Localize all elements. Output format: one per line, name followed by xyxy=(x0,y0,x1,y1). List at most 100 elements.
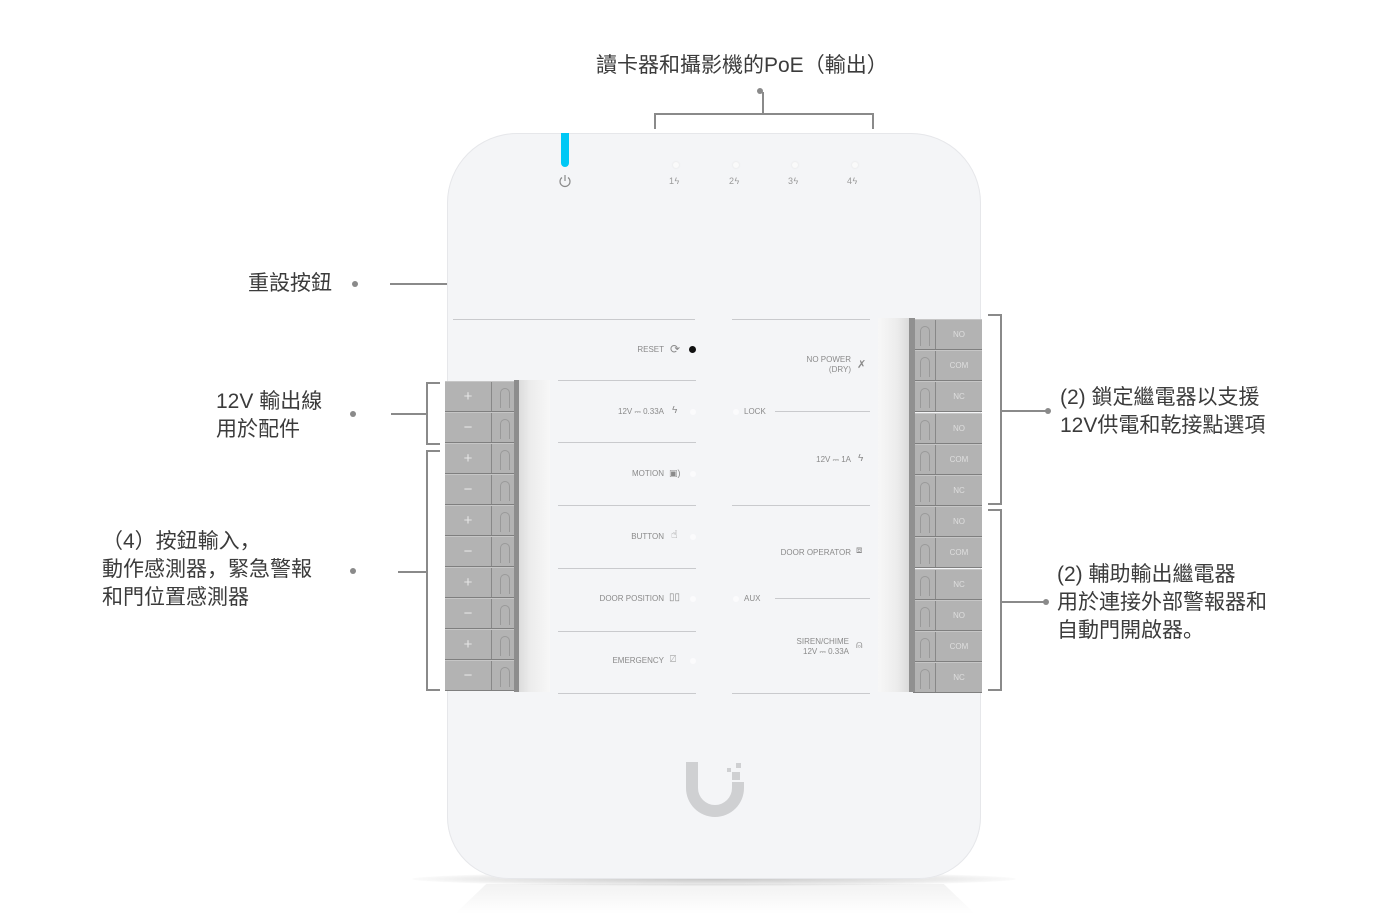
lever-clip-icon xyxy=(920,606,930,627)
lever-clip-icon xyxy=(500,543,510,563)
lever-clip-icon xyxy=(920,669,930,690)
panel-divider xyxy=(558,693,696,694)
terminal-relay-label: NO xyxy=(953,423,965,433)
terminal-release-lever[interactable] xyxy=(913,569,936,599)
terminal-relay-nc[interactable]: NC xyxy=(913,475,982,506)
terminal-polarity-label: + xyxy=(463,388,473,405)
poe-port-1-led xyxy=(673,162,679,168)
lever-clip-icon xyxy=(920,326,930,346)
port-led xyxy=(690,534,696,540)
port-label-lock-power: 12V ⎓ 1A xyxy=(816,455,851,464)
lever-clip-icon xyxy=(920,513,930,534)
reset-button[interactable] xyxy=(689,346,696,353)
terminal-relay-label: NC xyxy=(953,673,965,683)
right-terminal-recess xyxy=(878,318,910,692)
terminal-relay-label: NC xyxy=(953,486,965,495)
device-reflection xyxy=(455,884,975,914)
terminal-positive[interactable]: + xyxy=(445,443,518,474)
terminal-release-lever[interactable] xyxy=(913,413,936,443)
terminal-relay-no[interactable]: NO xyxy=(913,599,982,631)
terminal-relay-no[interactable]: NO xyxy=(913,412,982,444)
terminal-block-edge xyxy=(514,380,519,692)
motion-sensor-icon: ▣) xyxy=(669,468,681,478)
callout-aux-dot xyxy=(1043,599,1049,605)
terminal-negative[interactable]: − xyxy=(445,474,518,505)
lever-clip-icon xyxy=(500,450,510,470)
callout-12v-output: 12V 輸出線 用於配件 xyxy=(216,390,323,441)
terminal-negative[interactable]: − xyxy=(445,660,518,691)
lightning-icon: ϟ xyxy=(734,176,740,186)
terminal-negative[interactable]: − xyxy=(445,598,518,629)
lever-clip-icon xyxy=(920,482,930,502)
door-position-icon: ▯▯ xyxy=(669,592,681,603)
port-label-door-operator: DOOR OPERATOR xyxy=(780,548,851,557)
poe-port-3-label: 3ϟ xyxy=(788,176,799,186)
terminal-release-lever[interactable] xyxy=(913,382,936,412)
terminal-positive[interactable]: + xyxy=(445,629,518,660)
terminal-release-lever[interactable] xyxy=(913,444,936,474)
lever-clip-icon xyxy=(920,575,930,596)
lever-clip-icon xyxy=(920,357,930,378)
callout-poe-bracket xyxy=(654,113,874,129)
port-label-lock: LOCK xyxy=(744,407,766,416)
aux-divider xyxy=(775,598,870,599)
terminal-positive[interactable]: + xyxy=(445,381,518,412)
port-led xyxy=(690,658,696,664)
bell-icon: ⍝ xyxy=(856,639,863,651)
terminal-negative[interactable]: − xyxy=(445,536,518,567)
port-label-no-power: NO POWER (DRY) xyxy=(806,355,851,374)
lever-clip-icon xyxy=(500,636,510,656)
terminal-release-lever[interactable] xyxy=(913,538,936,568)
terminal-polarity-label: − xyxy=(463,605,473,622)
poe-port-4-label: 4ϟ xyxy=(847,176,858,186)
terminal-relay-no[interactable]: NO xyxy=(913,319,982,350)
terminal-relay-com[interactable]: COM xyxy=(913,537,982,569)
port-led xyxy=(690,596,696,602)
lever-clip-icon xyxy=(920,388,930,409)
lever-clip-icon xyxy=(920,638,930,658)
terminal-polarity-label: − xyxy=(463,419,473,436)
terminal-release-lever[interactable] xyxy=(913,351,936,381)
port-label-door-position: DOOR POSITION xyxy=(599,594,664,603)
terminal-relay-com[interactable]: COM xyxy=(913,350,982,382)
door-operator-icon: ⧈ xyxy=(856,545,863,556)
terminal-relay-no[interactable]: NO xyxy=(913,506,982,538)
terminal-positive[interactable]: + xyxy=(445,505,518,536)
terminal-release-lever[interactable] xyxy=(913,632,936,661)
terminal-release-lever[interactable] xyxy=(913,663,936,693)
port-label-motion: MOTION xyxy=(632,469,664,478)
panel-divider xyxy=(558,568,696,569)
port-label-siren: SIREN/CHIME 12V ⎓ 0.33A xyxy=(796,637,849,656)
callout-reset-button: 重設按鈕 xyxy=(248,272,332,295)
terminal-relay-nc[interactable]: NC xyxy=(913,568,982,600)
callout-reset-dot xyxy=(352,281,358,287)
terminal-relay-nc[interactable]: NC xyxy=(913,381,982,413)
terminal-release-lever[interactable] xyxy=(913,600,936,630)
callout-aux-line xyxy=(1002,601,1044,603)
terminal-relay-label: COM xyxy=(949,454,969,464)
emergency-exit-icon: ⍁ xyxy=(670,654,676,665)
callout-inputs-dot xyxy=(350,568,356,574)
terminal-polarity-label: − xyxy=(463,481,473,498)
terminal-relay-com[interactable]: COM xyxy=(913,631,982,662)
terminal-release-lever[interactable] xyxy=(913,476,936,505)
terminal-negative[interactable]: − xyxy=(445,412,518,443)
terminal-release-lever[interactable] xyxy=(913,320,936,349)
callout-poe-output: 讀卡器和攝影機的PoE（輸出） xyxy=(596,54,888,77)
left-terminal-recess xyxy=(517,380,550,692)
terminal-relay-nc[interactable]: NC xyxy=(913,662,982,694)
callout-aux-bracket xyxy=(988,509,1002,691)
callout-poe-dot xyxy=(757,88,763,94)
reset-icon: ⟳ xyxy=(670,342,681,356)
poe-port-2-led xyxy=(733,162,739,168)
lever-clip-icon xyxy=(500,512,510,532)
panel-divider xyxy=(558,505,696,506)
terminal-positive[interactable]: + xyxy=(445,567,518,598)
panel-divider xyxy=(558,631,696,632)
terminal-release-lever[interactable] xyxy=(913,507,936,537)
terminal-relay-label: NO xyxy=(953,517,965,527)
terminal-relay-label: NO xyxy=(953,610,965,620)
terminal-relay-com[interactable]: COM xyxy=(913,443,982,475)
callout-inputs-line xyxy=(398,571,428,573)
callout-12v-line xyxy=(391,413,428,415)
